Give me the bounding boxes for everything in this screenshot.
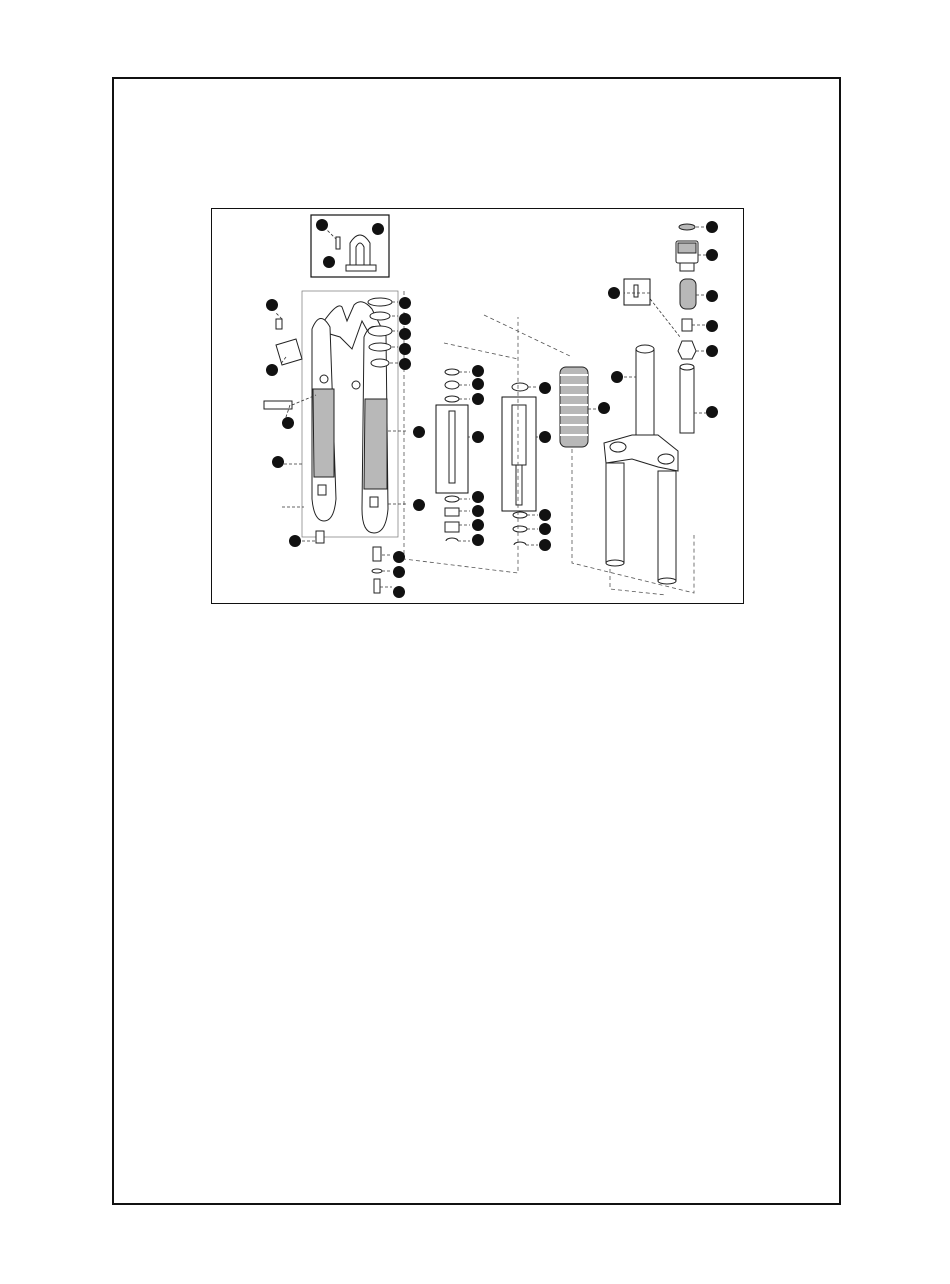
callout-cap [706, 221, 718, 233]
callout-damper-bottom-1 [472, 491, 484, 503]
callout-damper-rod-top-2 [472, 378, 484, 390]
callout-brake-arch-inset-2 [372, 223, 384, 235]
callout-seal-5 [399, 358, 411, 370]
exploded-diagram-frame [211, 208, 744, 604]
callout-lower-leg-left [272, 456, 284, 468]
coil-spring [560, 367, 588, 447]
callout-preload-bolt [706, 320, 718, 332]
callout-damper-bottom-4 [472, 534, 484, 546]
foot-bolts [372, 547, 382, 593]
pin-inset [624, 279, 650, 305]
callout-damper-rod-top-1 [472, 365, 484, 377]
spring-rod-cartridge [502, 383, 536, 545]
callout-foot-washer [393, 566, 405, 578]
callout-coil-spring [598, 402, 610, 414]
callout-plunger [706, 345, 718, 357]
callout-top-cap [706, 249, 718, 261]
callout-seal-4 [399, 343, 411, 355]
callout-preload-tube [706, 406, 718, 418]
callout-damper-bottom-3 [472, 519, 484, 531]
callout-foot-bolt-1 [393, 551, 405, 563]
callout-spring-rod-top [539, 382, 551, 394]
callout-bracket-left [266, 364, 278, 376]
callout-foot-bolt-left [289, 535, 301, 547]
callout-axle-left [282, 417, 294, 429]
callout-spring-rod [539, 431, 551, 443]
callout-steerer [611, 371, 623, 383]
callout-damper-bottom-2 [472, 505, 484, 517]
callout-spring-rod-bottom-2 [539, 523, 551, 535]
callout-brake-arch-inset-3 [323, 256, 335, 268]
callout-lower-leg-bottom [413, 499, 425, 511]
callout-seal-1 [399, 297, 411, 309]
callout-inset-pin [608, 287, 620, 299]
exploded-fork-diagram [212, 209, 745, 605]
callout-lower-leg-callout [413, 426, 425, 438]
callout-seal-2 [399, 313, 411, 325]
callout-damper-rod [472, 431, 484, 443]
callout-preload-spring [706, 290, 718, 302]
callout-spring-rod-bottom-3 [539, 539, 551, 551]
callout-seal-3 [399, 328, 411, 340]
callout-spring-rod-bottom-1 [539, 509, 551, 521]
callout-brake-arch-inset-1 [316, 219, 328, 231]
callout-damper-rod-top-3 [472, 393, 484, 405]
callout-foot-bolt-2 [393, 586, 405, 598]
damper-cartridge [436, 369, 468, 541]
callout-bolt-left [266, 299, 278, 311]
